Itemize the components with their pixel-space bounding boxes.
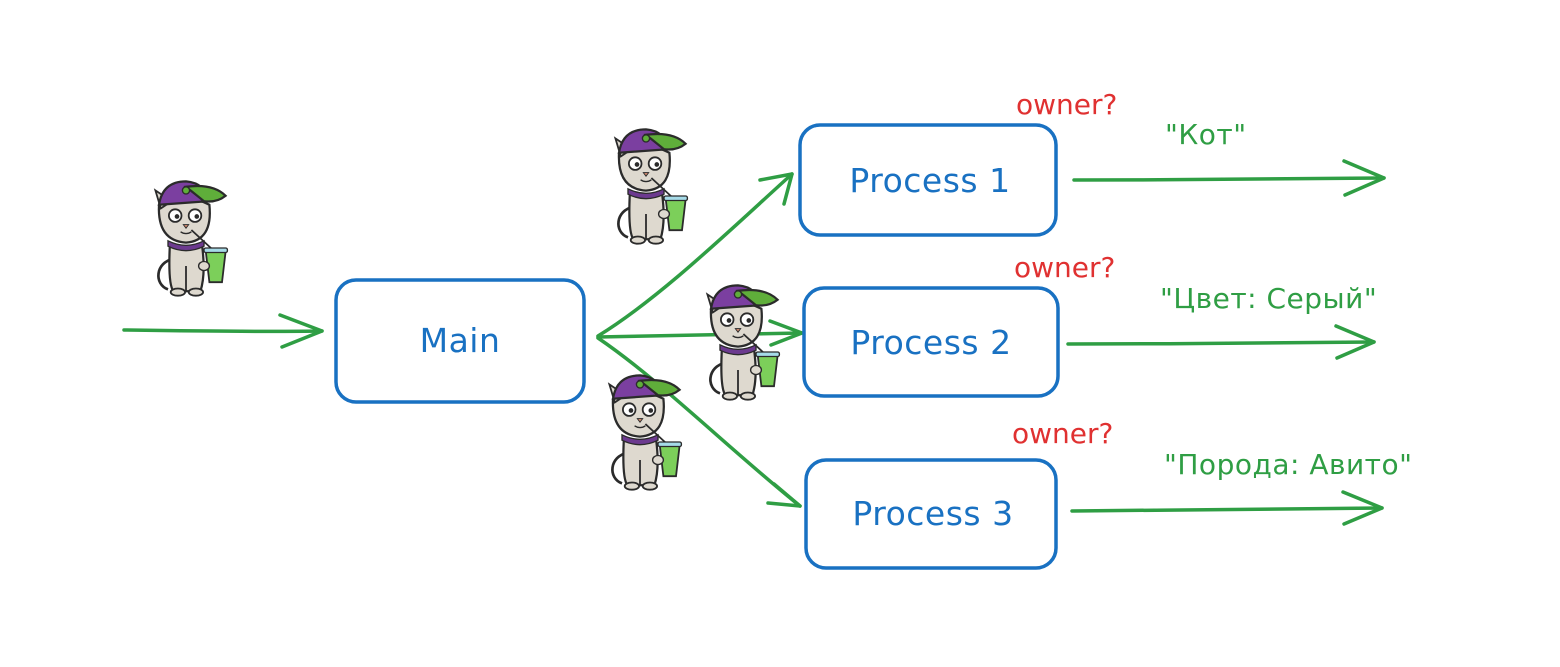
process-2-node [802,286,1060,398]
arrow-process-2-output [1066,324,1376,360]
main-node [334,278,586,404]
process-1-node [798,123,1058,237]
process-3-label: Process 3 [852,494,1013,533]
process-3-output-label: "Порода: Авито" [1164,448,1413,481]
process-1-output-label: "Кот" [1165,118,1247,151]
arrow-input-to-main [122,313,324,349]
cat-mascot-icon [154,180,229,298]
main-label: Main [420,321,501,360]
process-3-owner-label: owner? [1012,417,1113,450]
arrow-process-3-output [1070,490,1384,526]
cat-mascot-icon [608,374,683,492]
arrow-main-to-process-1 [596,172,794,338]
process-1-owner-label: owner? [1016,88,1117,121]
arrow-main-to-process-3 [596,336,802,508]
arrow-main-to-process-2 [596,319,804,347]
process-2-label: Process 2 [850,323,1011,362]
process-1-label: Process 1 [849,161,1010,200]
arrow-process-1-output [1072,159,1386,197]
cat-mascot-icon [614,128,689,246]
process-2-output-label: "Цвет: Серый" [1160,282,1377,315]
process-2-owner-label: owner? [1014,251,1115,284]
cat-mascot-icon [706,284,781,402]
arrows [122,159,1386,526]
nodes [334,123,1060,570]
process-3-node [804,458,1058,570]
